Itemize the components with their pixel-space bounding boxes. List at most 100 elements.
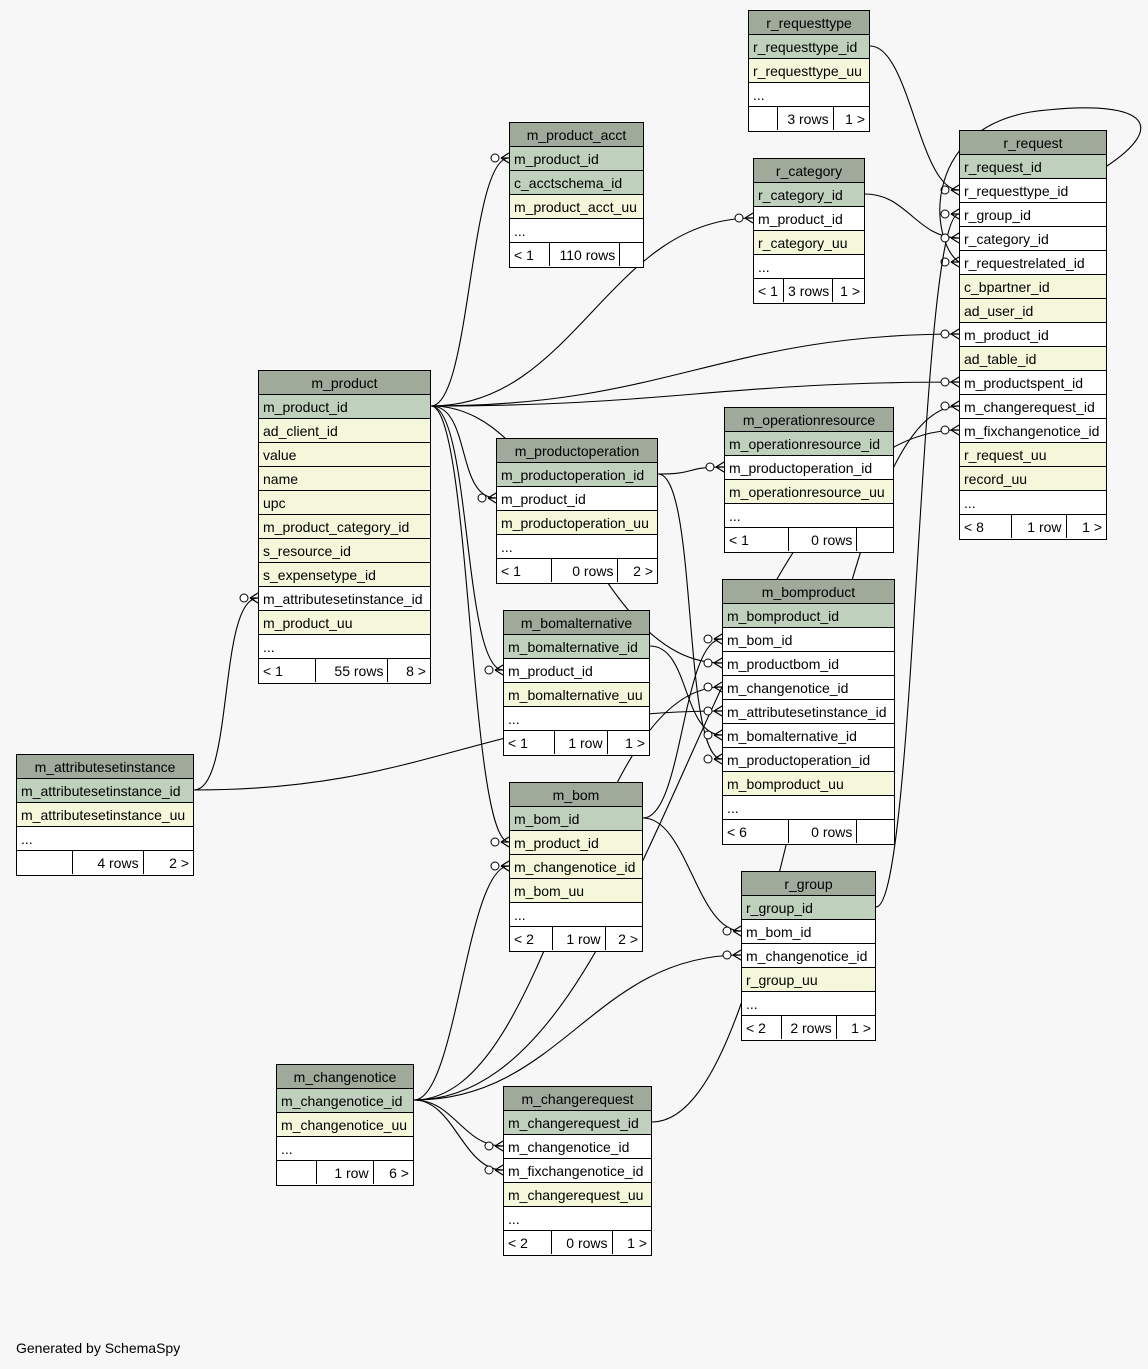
more-columns[interactable]: ...: [960, 491, 1106, 515]
column-m-changerequest-id[interactable]: m_changerequest_id: [504, 1111, 651, 1135]
table-header[interactable]: r_requesttype: [749, 11, 869, 35]
column-m-attributesetinstance-id[interactable]: m_attributesetinstance_id: [723, 700, 894, 724]
column-m-changenotice-id[interactable]: m_changenotice_id: [277, 1089, 413, 1113]
column-m-productoperation-id[interactable]: m_productoperation_id: [497, 463, 657, 487]
column-r-group-id[interactable]: r_group_id: [742, 896, 875, 920]
column-ad-client-id[interactable]: ad_client_id: [259, 419, 430, 443]
parent-count-link[interactable]: < 1: [758, 283, 778, 299]
column-m-attributesetinstance-id[interactable]: m_attributesetinstance_id: [259, 587, 430, 611]
column-m-fixchangenotice-id[interactable]: m_fixchangenotice_id: [504, 1159, 651, 1183]
column-m-productoperation-id[interactable]: m_productoperation_id: [723, 748, 894, 772]
column-m-bom-id[interactable]: m_bom_id: [723, 628, 894, 652]
table-header[interactable]: m_changenotice: [277, 1065, 413, 1089]
column-m-bomalternative-id[interactable]: m_bomalternative_id: [723, 724, 894, 748]
parent-count-link[interactable]: < 6: [727, 824, 747, 840]
column-r-request-id[interactable]: r_request_id: [960, 155, 1106, 179]
child-count-link[interactable]: [620, 243, 643, 266]
more-columns[interactable]: ...: [259, 635, 430, 659]
column-m-product-acct-uu[interactable]: m_product_acct_uu: [510, 195, 643, 219]
column-r-category-uu[interactable]: r_category_uu: [754, 231, 864, 255]
column-m-changenotice-id[interactable]: m_changenotice_id: [504, 1135, 651, 1159]
column-record-uu[interactable]: record_uu: [960, 467, 1106, 491]
column-m-product-id[interactable]: m_product_id: [504, 659, 649, 683]
column-r-category-id[interactable]: r_category_id: [754, 183, 864, 207]
column-m-bom-uu[interactable]: m_bom_uu: [510, 879, 642, 903]
more-columns[interactable]: ...: [723, 796, 894, 820]
column-m-bomproduct-id[interactable]: m_bomproduct_id: [723, 604, 894, 628]
table-header[interactable]: m_bomalternative: [504, 611, 649, 635]
table-header[interactable]: m_bom: [510, 783, 642, 807]
table-header[interactable]: r_request: [960, 131, 1106, 155]
column-m-changenotice-id[interactable]: m_changenotice_id: [723, 676, 894, 700]
column-r-requesttype-id[interactable]: r_requesttype_id: [749, 35, 869, 59]
child-count-link[interactable]: 1 >: [840, 283, 860, 299]
table-header[interactable]: r_group: [742, 872, 875, 896]
column-m-changenotice-id[interactable]: m_changenotice_id: [742, 944, 875, 968]
parent-count-link[interactable]: < 1: [508, 735, 528, 751]
column-m-changerequest-id[interactable]: m_changerequest_id: [960, 395, 1106, 419]
column-ad-user-id[interactable]: ad_user_id: [960, 299, 1106, 323]
more-columns[interactable]: ...: [277, 1137, 413, 1161]
table-header[interactable]: m_product: [259, 371, 430, 395]
column-r-category-id[interactable]: r_category_id: [960, 227, 1106, 251]
column-m-product-id[interactable]: m_product_id: [497, 487, 657, 511]
column-r-requestrelated-id[interactable]: r_requestrelated_id: [960, 251, 1106, 275]
column-m-product-uu[interactable]: m_product_uu: [259, 611, 430, 635]
column-r-request-uu[interactable]: r_request_uu: [960, 443, 1106, 467]
column-m-product-id[interactable]: m_product_id: [510, 147, 643, 171]
column-r-group-id[interactable]: r_group_id: [960, 203, 1106, 227]
child-count-link[interactable]: [857, 528, 893, 551]
column-m-bomalternative-id[interactable]: m_bomalternative_id: [504, 635, 649, 659]
column-m-bomproduct-uu[interactable]: m_bomproduct_uu: [723, 772, 894, 796]
parent-count-link[interactable]: < 1: [501, 563, 521, 579]
parent-count-link[interactable]: [17, 851, 72, 874]
more-columns[interactable]: ...: [754, 255, 864, 279]
column-m-operationresource-id[interactable]: m_operationresource_id: [725, 432, 893, 456]
column-r-requesttype-id[interactable]: r_requesttype_id: [960, 179, 1106, 203]
table-header[interactable]: m_changerequest: [504, 1087, 651, 1111]
column-c-bpartner-id[interactable]: c_bpartner_id: [960, 275, 1106, 299]
column-s-expensetype-id[interactable]: s_expensetype_id: [259, 563, 430, 587]
column-m-productoperation-id[interactable]: m_productoperation_id: [725, 456, 893, 480]
table-header[interactable]: m_operationresource: [725, 408, 893, 432]
child-count-link[interactable]: 1 >: [627, 1235, 647, 1251]
column-m-bomalternative-uu[interactable]: m_bomalternative_uu: [504, 683, 649, 707]
column-m-productspent-id[interactable]: m_productspent_id: [960, 371, 1106, 395]
column-value[interactable]: value: [259, 443, 430, 467]
column-s-resource-id[interactable]: s_resource_id: [259, 539, 430, 563]
column-m-product-id[interactable]: m_product_id: [754, 207, 864, 231]
child-count-link[interactable]: 8 >: [406, 663, 426, 679]
table-header[interactable]: r_category: [754, 159, 864, 183]
column-m-product-id[interactable]: m_product_id: [510, 831, 642, 855]
column-upc[interactable]: upc: [259, 491, 430, 515]
column-m-product-id[interactable]: m_product_id: [960, 323, 1106, 347]
child-count-link[interactable]: 1 >: [851, 1020, 871, 1036]
parent-count-link[interactable]: < 2: [508, 1235, 528, 1251]
column-ad-table-id[interactable]: ad_table_id: [960, 347, 1106, 371]
child-count-link[interactable]: 2 >: [618, 931, 639, 947]
more-columns[interactable]: ...: [504, 707, 649, 731]
parent-count-link[interactable]: < 2: [514, 931, 534, 947]
more-columns[interactable]: ...: [742, 992, 875, 1016]
parent-count-link[interactable]: [749, 107, 777, 130]
child-count-link[interactable]: 6 >: [389, 1165, 409, 1181]
column-r-requesttype-uu[interactable]: r_requesttype_uu: [749, 59, 869, 83]
column-m-attributesetinstance-uu[interactable]: m_attributesetinstance_uu: [17, 803, 193, 827]
parent-count-link[interactable]: < 2: [746, 1020, 766, 1036]
column-m-operationresource-uu[interactable]: m_operationresource_uu: [725, 480, 893, 504]
more-columns[interactable]: ...: [510, 903, 642, 927]
column-m-productbom-id[interactable]: m_productbom_id: [723, 652, 894, 676]
parent-count-link[interactable]: < 1: [514, 247, 534, 263]
column-m-changerequest-uu[interactable]: m_changerequest_uu: [504, 1183, 651, 1207]
column-m-product-category-id[interactable]: m_product_category_id: [259, 515, 430, 539]
more-columns[interactable]: ...: [725, 504, 893, 528]
